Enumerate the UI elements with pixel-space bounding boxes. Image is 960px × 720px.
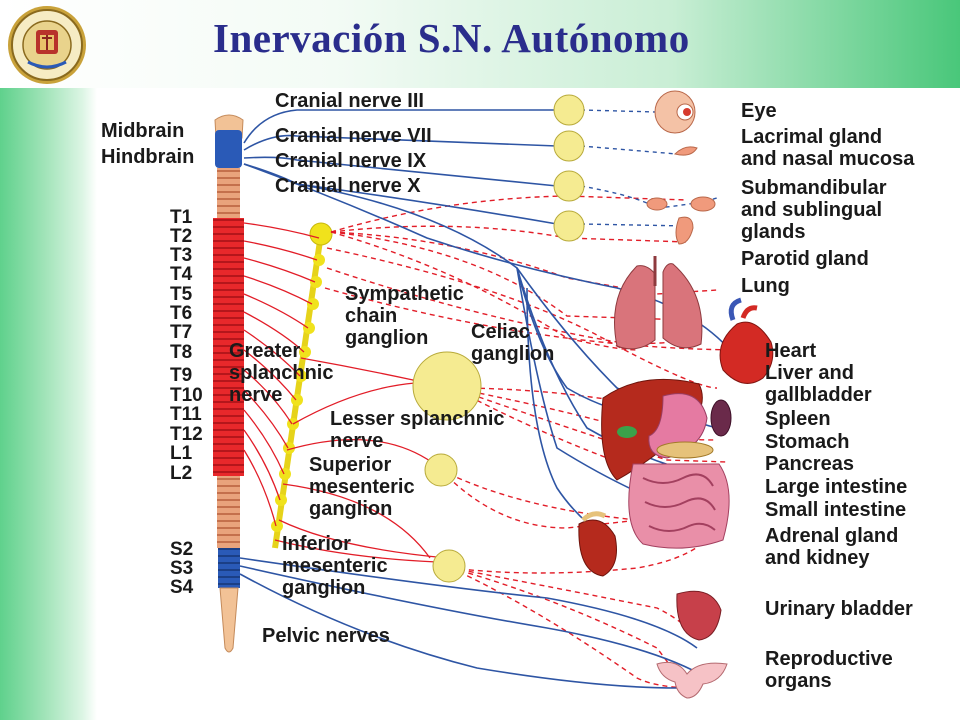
label-cranial-nerve-vii: Cranial nerve VII: [275, 125, 432, 147]
label-greater-splanchnic-nerve: Greater splanchnic nerve: [229, 340, 334, 406]
label-cranial-nerve-ix: Cranial nerve IX: [275, 150, 427, 172]
cauda: [219, 587, 239, 653]
brainstem-blue: [215, 130, 242, 168]
label-celiac-ganglion: Celiac ganglion: [471, 321, 555, 365]
segment-label: T2: [170, 226, 193, 247]
cervical-tan: [217, 168, 240, 218]
lung-icon: [614, 256, 703, 350]
label-pancreas: Pancreas: [765, 453, 854, 475]
label-eye: Eye: [741, 100, 777, 122]
segment-label: T4: [170, 264, 193, 285]
segment-label: T8: [170, 342, 193, 363]
segment-label: S3: [170, 558, 194, 579]
spinal-cord: [213, 114, 244, 653]
label-lung: Lung: [741, 275, 790, 297]
page-title: Inervación S.N. Autónomo: [213, 15, 690, 61]
segment-label: T5: [170, 284, 193, 305]
label-stomach: Stomach: [765, 431, 850, 453]
label-spleen: Spleen: [765, 408, 831, 430]
thoracolumbar-red: [213, 218, 244, 476]
label-lesser-splanchnic-nerve: Lesser splanchnic nerve: [330, 408, 505, 452]
label-cranial-nerve-x: Cranial nerve X: [275, 175, 421, 197]
segment-label: L2: [170, 463, 193, 484]
segment-label: T1: [170, 207, 193, 228]
segment-label: T10: [170, 385, 203, 406]
ganglia: [412, 94, 585, 583]
ans-innervation-diagram: [213, 90, 774, 699]
label-parotid-gland: Parotid gland: [741, 248, 869, 270]
segment-label: T12: [170, 424, 203, 445]
segment-label: S4: [170, 577, 194, 598]
sacral-blue: [218, 548, 240, 588]
label-inferior-mesenteric-ganglion: Inferior mesenteric ganglion: [282, 533, 388, 599]
label-midbrain: Midbrain: [101, 120, 185, 142]
segment-label: T7: [170, 322, 193, 343]
label-liver-gallbladder: Liver and gallbladder: [765, 362, 872, 406]
urinary-bladder-icon: [676, 590, 722, 641]
label-superior-mesenteric-ganglion: Superior mesenteric ganglion: [309, 454, 415, 520]
label-hindbrain: Hindbrain: [101, 146, 195, 168]
label-heart: Heart: [765, 340, 817, 362]
kidney-icon: [578, 511, 617, 577]
label-urinary-bladder: Urinary bladder: [765, 598, 913, 620]
label-pelvic-nerves: Pelvic nerves: [262, 625, 390, 647]
university-seal-icon: [8, 6, 86, 84]
submandibular-ganglion: [553, 170, 585, 202]
segment-label: T11: [170, 404, 202, 425]
segment-label: T6: [170, 303, 193, 324]
label-small-intestine: Small intestine: [765, 499, 907, 521]
pterygopalatine-ganglion: [553, 130, 585, 162]
lumbar-tan: [217, 476, 240, 548]
pancreas-icon: [656, 441, 714, 459]
label-adrenal-kidney: Adrenal gland and kidney: [765, 525, 899, 569]
eye-icon: [654, 90, 696, 134]
intestine-icon: [628, 463, 730, 549]
spleen-icon: [710, 399, 732, 437]
segment-label: T3: [170, 245, 193, 266]
superior-mesenteric-ganglion: [424, 453, 458, 487]
segment-label: T9: [170, 365, 193, 386]
parotid-gland-icon: [675, 216, 694, 245]
header-banner: [0, 0, 960, 88]
label-submandibular-glands: Submandibular and sublingual glands: [741, 177, 887, 243]
label-lacrimal-gland: Lacrimal gland and nasal mucosa: [741, 126, 915, 170]
ciliary-ganglion: [553, 94, 585, 126]
label-reproductive-organs: Reproductive organs: [765, 648, 893, 692]
segment-label: S2: [170, 539, 194, 560]
otic-ganglion: [553, 210, 585, 242]
parasympathetic-postganglionic: [580, 109, 718, 227]
celiac-ganglion: [412, 351, 482, 421]
label-large-intestine: Large intestine: [765, 476, 908, 498]
submandibular-gland-icon: [646, 196, 716, 212]
lacrimal-gland-icon: [674, 146, 698, 156]
sympathetic-preganglionic: [243, 222, 448, 563]
label-sympathetic-chain-ganglion: Sympathetic chain ganglion: [345, 283, 464, 349]
segment-label: L1: [170, 443, 193, 464]
organs: [578, 90, 774, 699]
label-cranial-nerve-iii: Cranial nerve III: [275, 90, 424, 112]
left-decorative-band: [0, 88, 97, 720]
inferior-mesenteric-ganglion: [432, 549, 466, 583]
reproductive-organs-icon: [656, 661, 728, 699]
heart-icon: [719, 297, 774, 384]
